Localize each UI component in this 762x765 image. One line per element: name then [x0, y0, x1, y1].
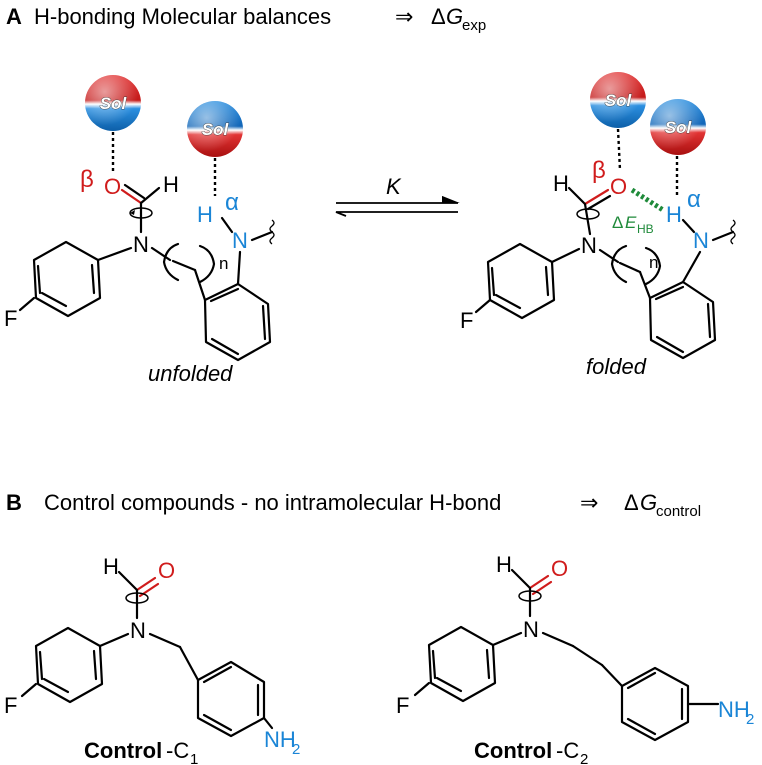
nh2-c2: NH — [718, 697, 750, 722]
atom-f-c2: F — [396, 693, 409, 718]
panel-a-g: G — [446, 4, 463, 29]
panel-a-implies: ⇒ — [395, 4, 413, 29]
control-c2-sub: 2 — [580, 751, 588, 765]
equilibrium-k: K — [386, 174, 402, 199]
atom-f: F — [4, 306, 17, 331]
atom-h-folded: H — [553, 171, 569, 196]
control-c2-bold: Control — [474, 738, 552, 763]
sol-label: Sol — [605, 91, 633, 110]
atom-n-nh: N — [232, 228, 248, 253]
subscript-n: n — [219, 254, 228, 273]
sol-label: Sol — [202, 120, 230, 139]
subscript-n-folded: n — [649, 253, 658, 272]
panel-b-letter: B — [6, 490, 22, 515]
nh2-sub-c1: 2 — [292, 741, 300, 758]
sol-sphere-beta: Sol — [85, 75, 141, 131]
control-c1-molecule: H O N F NH 2 Control -C 1 — [4, 554, 300, 765]
panel-b-g: G — [640, 490, 657, 515]
control-c1-bold: Control — [84, 738, 162, 763]
atom-o: O — [104, 174, 121, 199]
control-c1-sub: 1 — [190, 751, 198, 765]
folded-molecule: Sol Sol H β O Δ E HB H α N N — [460, 72, 736, 379]
control-c2-molecule: H O N F NH 2 Control -C 2 — [396, 552, 754, 765]
panel-a-title: H-bonding Molecular balances — [34, 4, 331, 29]
atom-o-c2: O — [551, 556, 568, 581]
panel-b-delta: Δ — [624, 490, 639, 515]
sol-sphere-alpha: Sol — [187, 101, 243, 157]
atom-h: H — [163, 172, 179, 197]
sol-label: Sol — [665, 118, 693, 137]
atom-n-c2: N — [523, 617, 539, 642]
panel-b-g-sub: control — [656, 503, 701, 520]
atom-h-nh: H — [197, 202, 213, 227]
sol-sphere-alpha-folded: Sol — [650, 99, 706, 155]
sol-label: Sol — [100, 94, 128, 113]
atom-n-folded: N — [581, 233, 597, 258]
atom-f-folded: F — [460, 308, 473, 333]
unfolded-molecule: Sol Sol β O H N F n — [4, 75, 275, 386]
atom-h-c2: H — [496, 552, 512, 577]
panel-a-letter: A — [6, 4, 22, 29]
atom-n: N — [133, 232, 149, 257]
panel-a-delta: Δ — [431, 4, 446, 29]
atom-h-nh-folded: H — [666, 202, 682, 227]
hb-sub: HB — [637, 222, 654, 236]
atom-f-c1: F — [4, 693, 17, 718]
beta-label-folded: β — [592, 157, 606, 184]
beta-label: β — [80, 166, 94, 193]
hb-delta: Δ — [612, 213, 623, 232]
panel-a-header: A H-bonding Molecular balances ⇒ Δ G exp — [6, 4, 486, 34]
nh2-sub-c2: 2 — [746, 711, 754, 728]
unfolded-label: unfolded — [148, 361, 233, 386]
sol-sphere-beta-folded: Sol — [590, 72, 646, 128]
control-c1-rest: -C — [166, 738, 189, 763]
panel-a-g-sub: exp — [462, 17, 486, 34]
atom-o-folded: O — [610, 174, 627, 199]
control-c2-rest: -C — [556, 738, 579, 763]
folded-label: folded — [586, 354, 647, 379]
hb-e: E — [625, 213, 637, 232]
panel-b-title: Control compounds - no intramolecular H-… — [44, 490, 501, 515]
atom-n-nh-folded: N — [693, 228, 709, 253]
atom-h-c1: H — [103, 554, 119, 579]
equilibrium-arrows: K — [335, 174, 460, 217]
nh2-c1: NH — [264, 727, 296, 752]
atom-o-c1: O — [158, 558, 175, 583]
panel-b-header: B Control compounds - no intramolecular … — [6, 490, 701, 520]
alpha-label: α — [225, 189, 239, 216]
atom-n-c1: N — [130, 618, 146, 643]
alpha-label-folded: α — [687, 186, 701, 213]
panel-b-implies: ⇒ — [580, 490, 598, 515]
